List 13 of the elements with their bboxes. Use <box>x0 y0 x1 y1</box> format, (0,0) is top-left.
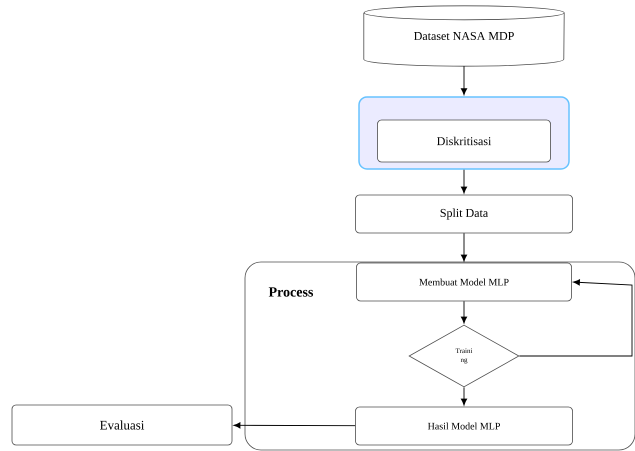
arrow <box>460 66 468 96</box>
process-box: Split Data <box>355 194 573 234</box>
arrow <box>460 386 468 406</box>
arrow <box>460 300 468 324</box>
arrow <box>460 169 468 194</box>
database-cylinder: Dataset NASA MDP <box>363 5 565 67</box>
process-box: Evaluasi <box>12 404 232 446</box>
arrow <box>234 422 356 428</box>
arrow <box>460 232 468 262</box>
process-box: Diskritisasi <box>377 120 551 162</box>
process-box: Hasil Model MLP <box>355 406 573 446</box>
arrow <box>518 279 632 356</box>
process-box: Membuat Model MLP <box>356 262 572 302</box>
